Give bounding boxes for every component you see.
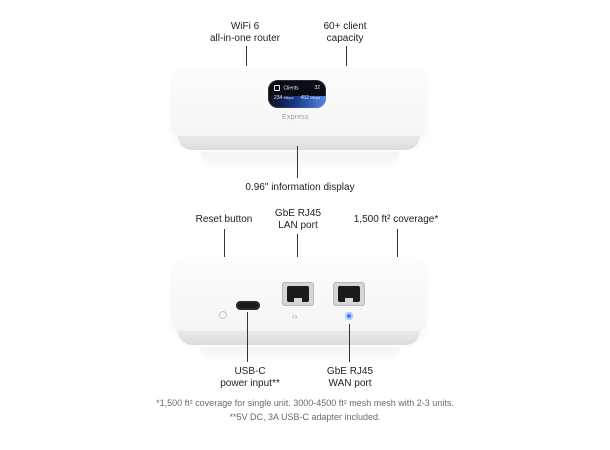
lan-leader — [297, 234, 298, 270]
clients-icon — [274, 85, 280, 91]
router-back-reflection — [200, 347, 400, 363]
display-up-value: 452 — [300, 95, 309, 101]
display-up-group: 452 Mbps — [300, 95, 320, 101]
reset-hole — [219, 311, 227, 319]
wan-port — [333, 282, 365, 306]
coverage-leader — [397, 229, 398, 257]
coverage-label: 1,500 ft² coverage* — [353, 214, 439, 225]
reset-label: Reset button — [195, 214, 253, 225]
usbc-leader — [247, 312, 248, 362]
wifi-leader — [246, 46, 247, 66]
footnote-power: **5V DC, 3A USB-C adapter included. — [229, 412, 381, 422]
display-gradient — [268, 96, 326, 108]
display-down-value: 234 — [274, 95, 283, 101]
display-up-unit: Mbps — [310, 95, 320, 100]
router-back-base — [178, 331, 420, 345]
display-down-unit: Mbps — [283, 95, 294, 100]
lan-label: GbE RJ45 LAN port — [274, 208, 322, 231]
wan-label: GbE RJ45 WAN port — [326, 366, 374, 389]
footnote-coverage: *1,500 ft² coverage for single unit. 300… — [156, 398, 454, 408]
display-label: 0.96" information display — [245, 182, 355, 193]
router-front-base — [178, 136, 420, 150]
usbc-label: USB-C power input** — [220, 366, 280, 389]
display-header-value: 32 — [314, 85, 320, 91]
display-throughput-row: 234 Mbps 452 Mbps — [274, 95, 320, 101]
lan-arrows-icon: ‹› — [292, 312, 298, 321]
client-capacity-label: 60+ client capacity — [323, 21, 367, 44]
router-front-reflection — [200, 152, 400, 172]
display-header-row: Clients 32 — [274, 85, 320, 91]
lan-port — [282, 282, 314, 306]
router-front — [172, 66, 426, 150]
info-display: Clients 32 234 Mbps 452 Mbps — [268, 80, 326, 108]
client-capacity-leader — [346, 46, 347, 66]
usbc-port — [236, 301, 260, 310]
wifi-label: WiFi 6 all-in-one router — [209, 21, 281, 44]
display-header-label: Clients — [283, 85, 299, 92]
wan-globe-icon — [345, 312, 353, 320]
wan-leader — [349, 324, 350, 362]
display-leader — [297, 146, 298, 178]
device-brand: Express — [282, 114, 309, 121]
